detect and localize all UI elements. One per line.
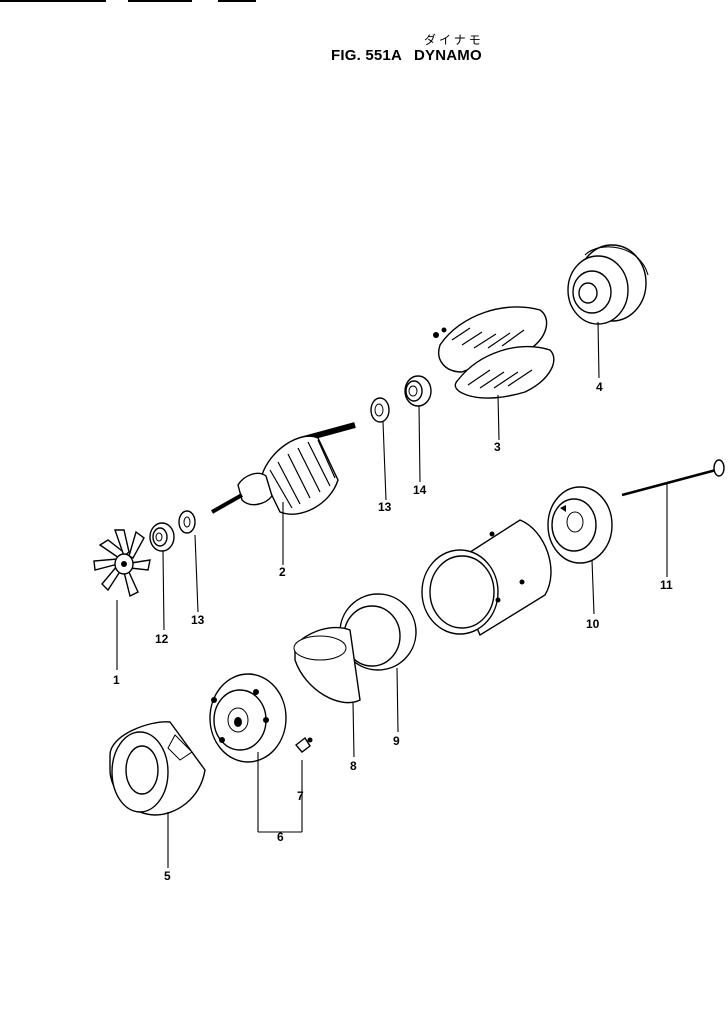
- figure-name: DYNAMO: [414, 47, 482, 64]
- top-rule: [0, 0, 106, 2]
- part-label-8: 8: [350, 759, 357, 773]
- part-label-12: 12: [155, 632, 169, 646]
- part-1-fan: [93, 529, 151, 670]
- part-14-bearing: [404, 375, 432, 483]
- part-label-13-lower: 13: [191, 613, 205, 627]
- top-rule: [218, 0, 256, 2]
- part-label-1: 1: [113, 673, 120, 687]
- part-label-6: 6: [277, 830, 284, 844]
- figure-title: FIG. 551A DYNAMO: [331, 47, 494, 64]
- part-4-pulley: [567, 244, 649, 379]
- part-11-through-bolt: [621, 459, 725, 577]
- part-13-washer-upper: [370, 397, 390, 501]
- part-9-cover-band: [339, 593, 417, 733]
- part-5-end-cover: [109, 721, 206, 868]
- part-label-13-upper: 13: [378, 500, 392, 514]
- part-label-14: 14: [413, 483, 427, 497]
- part-13-washer-lower: [178, 510, 199, 613]
- part-label-7: 7: [297, 789, 304, 803]
- part-10-end-frame: [547, 486, 613, 615]
- part-7-brush-spring: [294, 736, 313, 753]
- figure-number: FIG. 551A: [331, 47, 402, 64]
- part-label-3: 3: [494, 440, 501, 454]
- part-label-5: 5: [164, 869, 171, 883]
- part-label-9: 9: [393, 734, 400, 748]
- part-label-10: 10: [586, 617, 600, 631]
- top-rule: [128, 0, 192, 2]
- part-3-field-coil: [433, 306, 555, 441]
- title-japanese: ダイナモ: [424, 33, 484, 47]
- yoke-housing: [421, 519, 552, 637]
- part-label-4: 4: [596, 380, 603, 394]
- part-2-armature: [211, 422, 356, 565]
- part-label-11: 11: [660, 578, 673, 592]
- part-8-band: [293, 626, 361, 758]
- part-label-2: 2: [279, 565, 286, 579]
- part-6-brush-holder: [209, 673, 303, 833]
- part-12-bearing: [149, 522, 175, 631]
